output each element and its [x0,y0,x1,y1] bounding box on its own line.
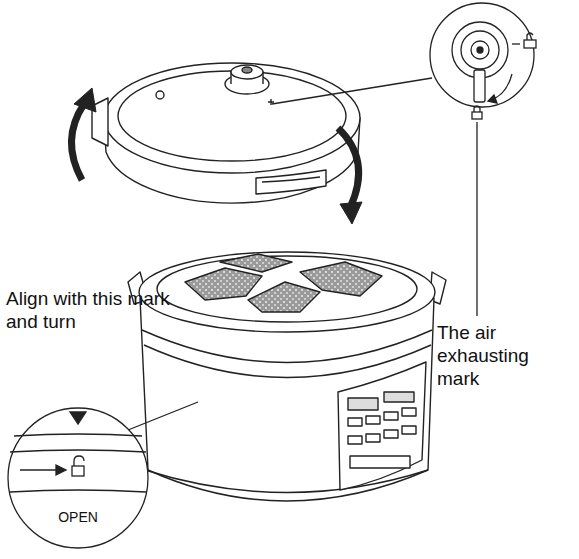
valve-inset [272,3,536,316]
callout-label: The air exhausting mark [437,322,565,390]
pot [128,252,446,501]
open-mark-inset [8,402,198,548]
turn-arrows [71,88,362,224]
lid [92,63,360,203]
mark-label: OPEN [43,509,113,526]
callout-label: Align with this mark and turn [6,288,171,334]
